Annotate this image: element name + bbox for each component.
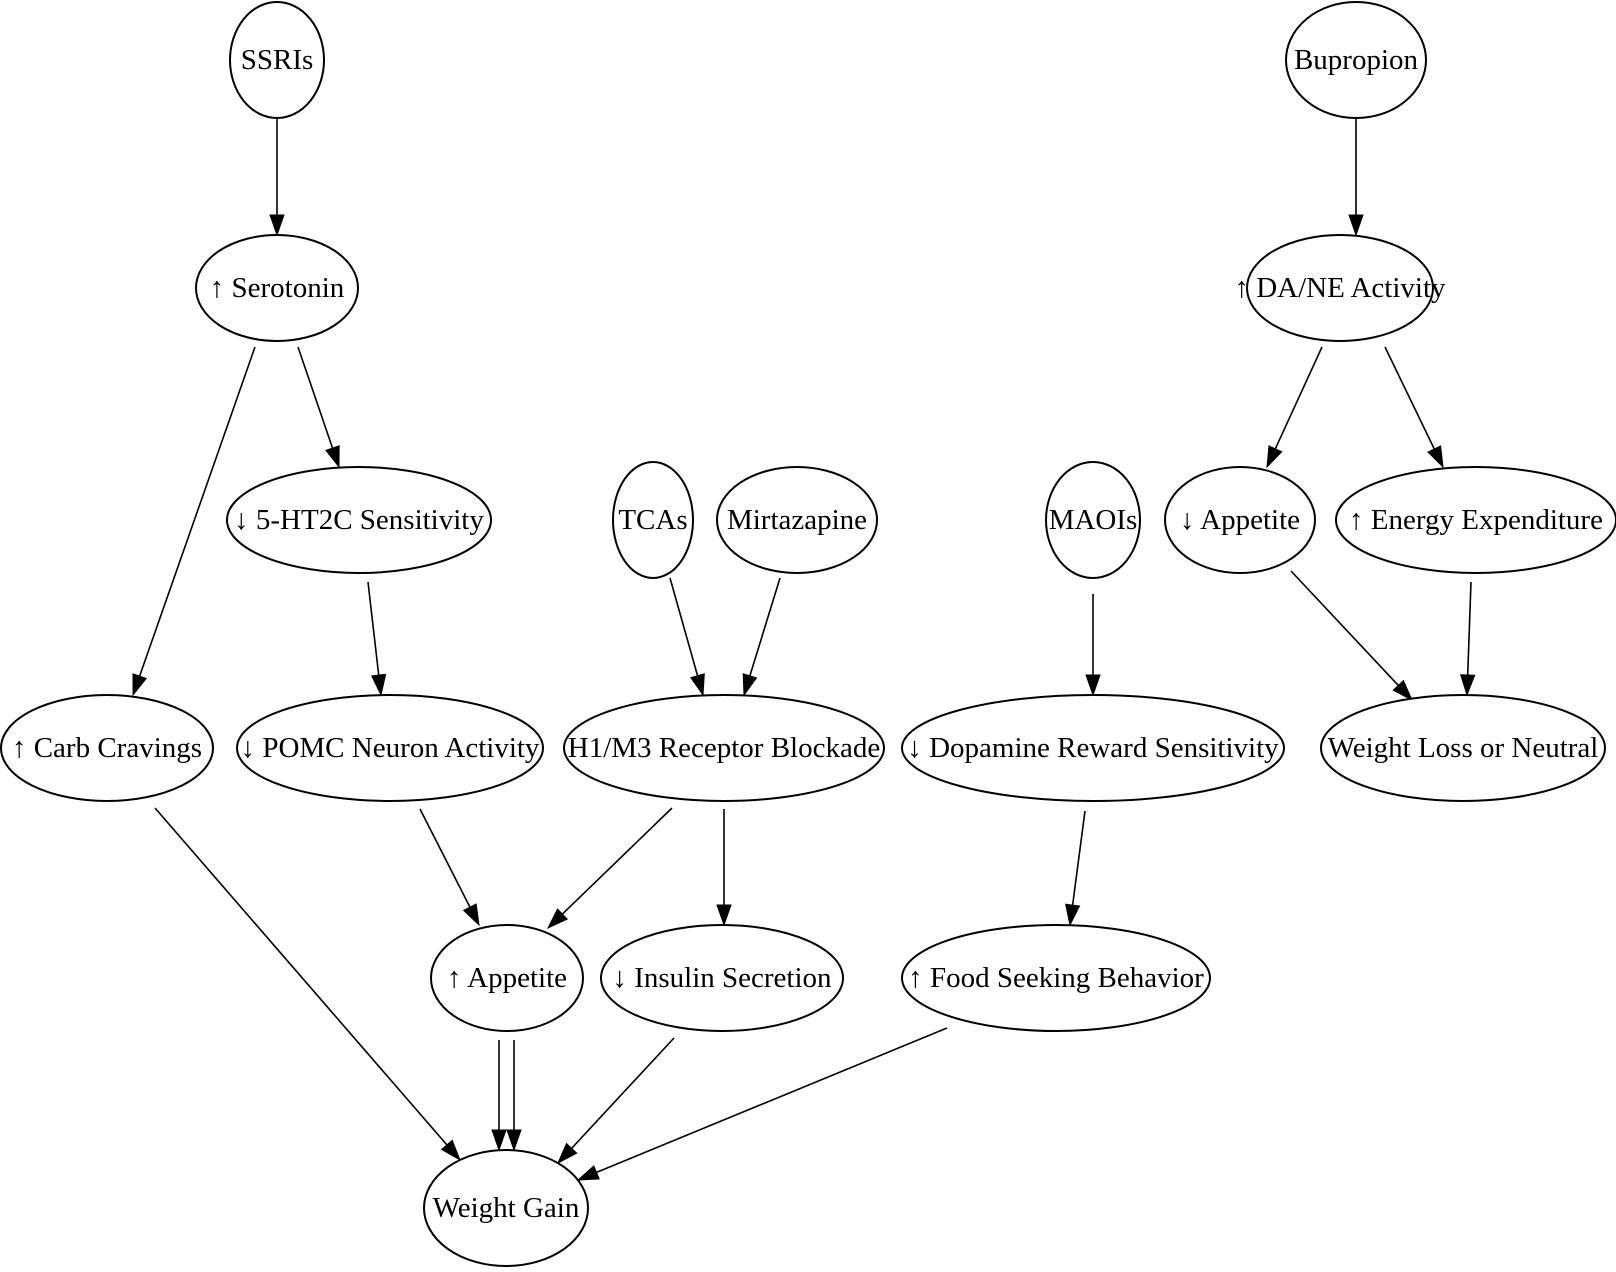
edge-appetite-down-weight-loss-arrowhead [1392,679,1414,702]
edge-insulin-weight-gain [556,1037,675,1165]
node-bupropion-label: Bupropion [1294,44,1419,76]
edge-food-seeking-weight-gain-arrowhead [576,1165,600,1181]
edge-dane-appetite-down-arrowhead [1266,445,1283,469]
node-h1m3-blockade-label: H1/M3 Receptor Blockade [568,732,880,764]
edge-carb-cravings-weight-gain [154,807,461,1162]
node-weight-loss-neutral: Weight Loss or Neutral [1320,694,1606,802]
edge-h1m3-appetite-line [561,807,673,915]
edge-carb-cravings-weight-gain-arrowhead [440,1139,461,1162]
edge-pomc-appetite-arrowhead [462,903,480,927]
edge-dane-energy [1384,346,1444,469]
edge-pomc-appetite [419,808,480,927]
edge-appetite-weight-gain-a [491,1040,507,1152]
node-pomc-activity: ↓ POMC Neuron Activity [236,694,544,802]
edge-mirtazapine-h1m3-arrowhead [742,673,758,697]
edge-dopamine-food-seeking-line [1071,810,1086,906]
node-weight-gain: Weight Gain [423,1149,589,1267]
edge-pomc-appetite-line [419,808,471,908]
node-appetite-decrease: ↓ Appetite [1164,466,1316,574]
edge-bupropion-dane-arrowhead [1348,214,1364,237]
edge-5ht2c-pomc-line [367,581,380,676]
node-tcas-label: TCAs [618,504,687,536]
edge-maois-dopamine-arrowhead [1085,674,1101,697]
edge-dane-energy-arrowhead [1427,445,1444,469]
edge-tcas-h1m3-line [669,577,699,676]
edge-serotonin-5ht2c [297,346,340,469]
edge-insulin-weight-gain-arrowhead [556,1142,578,1165]
edge-5ht2c-pomc [367,581,387,697]
node-food-seeking: ↑ Food Seeking Behavior [901,924,1211,1032]
node-maois: MAOIs [1045,461,1141,579]
node-mirtazapine: Mirtazapine [716,466,878,574]
edge-tcas-h1m3 [669,577,705,697]
node-appetite-increase-label: ↑ Appetite [447,962,567,994]
node-carb-cravings-label: ↑ Carb Cravings [12,732,202,764]
node-ssris: SSRIs [229,1,325,119]
edge-appetite-weight-gain-b-arrowhead [506,1129,522,1152]
edge-dopamine-food-seeking [1065,810,1086,927]
node-dane-activity-label: ↑ DA/NE Activity [1234,272,1446,304]
edge-insulin-weight-gain-line [571,1037,675,1149]
node-weight-gain-label: Weight Gain [433,1192,580,1224]
node-appetite-decrease-label: ↓ Appetite [1180,504,1300,536]
node-insulin-secretion-label: ↓ Insulin Secretion [612,962,832,994]
node-energy-expenditure: ↑ Energy Expenditure [1335,466,1616,574]
edge-energy-weight-loss [1460,581,1476,697]
edge-h1m3-appetite-arrowhead [546,908,569,930]
node-weight-loss-neutral-label: Weight Loss or Neutral [1328,732,1599,764]
edge-h1m3-insulin [716,809,732,927]
node-food-seeking-label: ↑ Food Seeking Behavior [908,962,1204,994]
edge-appetite-down-weight-loss-line [1290,570,1399,686]
node-pomc-activity-label: ↓ POMC Neuron Activity [241,732,540,764]
edge-energy-weight-loss-line [1466,581,1472,676]
edge-mirtazapine-h1m3-line [749,577,781,677]
edge-ssris-serotonin [269,118,285,237]
node-tcas: TCAs [612,461,694,579]
edge-food-seeking-weight-gain [576,1027,948,1181]
edge-h1m3-appetite [546,807,673,930]
node-dane-activity: ↑ DA/NE Activity [1234,234,1446,342]
node-appetite-increase: ↑ Appetite [430,924,584,1032]
node-serotonin: ↑ Serotonin [195,234,359,342]
node-dopamine-reward-label: ↓ Dopamine Reward Sensitivity [907,732,1279,764]
edge-dane-appetite-down-line [1274,346,1323,450]
edge-energy-weight-loss-arrowhead [1460,674,1476,697]
edge-dane-energy-line [1384,346,1436,450]
node-serotonin-label: ↑ Serotonin [210,272,345,304]
edge-mirtazapine-h1m3 [742,577,781,697]
node-mirtazapine-label: Mirtazapine [727,504,867,536]
edge-layer [132,118,1476,1181]
node-carb-cravings: ↑ Carb Cravings [0,694,214,802]
edge-dopamine-food-seeking-arrowhead [1065,903,1081,927]
edge-dane-appetite-down [1266,346,1323,469]
edge-appetite-weight-gain-a-arrowhead [491,1129,507,1152]
node-h1m3-blockade: H1/M3 Receptor Blockade [563,694,885,802]
edge-h1m3-insulin-arrowhead [716,904,732,927]
edge-serotonin-5ht2c-arrowhead [325,445,340,469]
edge-serotonin-carb-cravings-arrowhead [132,673,148,697]
edge-bupropion-dane [1348,118,1364,237]
edge-serotonin-carb-cravings-line [138,346,256,677]
node-maois-label: MAOIs [1049,504,1138,536]
edge-tcas-h1m3-arrowhead [690,673,705,697]
node-ssris-label: SSRIs [241,44,314,76]
edge-maois-dopamine [1085,594,1101,697]
node-bupropion: Bupropion [1285,1,1427,119]
edge-food-seeking-weight-gain-line [596,1027,948,1174]
edge-ssris-serotonin-arrowhead [269,214,285,237]
edge-carb-cravings-weight-gain-line [154,807,448,1146]
node-insulin-secretion: ↓ Insulin Secretion [600,924,844,1032]
edge-serotonin-carb-cravings [132,346,256,697]
node-5ht2c-sensitivity: ↓ 5-HT2C Sensitivity [226,466,492,574]
edge-5ht2c-pomc-arrowhead [371,673,387,697]
edge-appetite-down-weight-loss [1290,570,1414,702]
edge-serotonin-5ht2c-line [297,346,334,449]
edge-appetite-weight-gain-b [506,1040,522,1152]
node-energy-expenditure-label: ↑ Energy Expenditure [1349,504,1603,536]
node-5ht2c-sensitivity-label: ↓ 5-HT2C Sensitivity [234,504,484,536]
node-dopamine-reward: ↓ Dopamine Reward Sensitivity [901,694,1285,802]
